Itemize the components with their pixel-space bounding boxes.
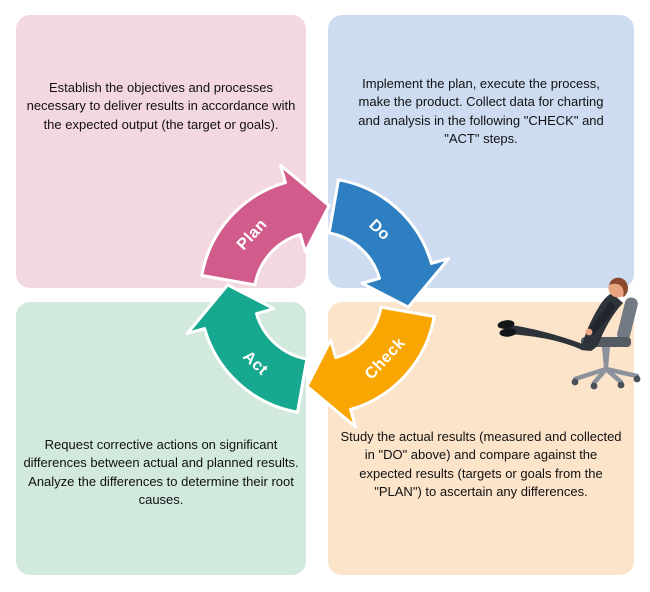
act-cycle-arrow	[185, 283, 309, 414]
plan-cycle-arrow	[200, 163, 331, 287]
act-description: Request corrective actions on significan…	[23, 437, 299, 508]
do-description: Implement the plan, execute the process,…	[358, 76, 604, 147]
check-description: Study the actual results (measured and c…	[340, 429, 622, 500]
plan-quadrant-panel: Establish the objectives and processes n…	[16, 15, 306, 288]
chair-wheels	[571, 375, 641, 390]
plan-description: Establish the objectives and processes n…	[26, 80, 296, 132]
do-cycle-arrow	[327, 178, 451, 309]
chair-base-spokes	[572, 366, 640, 386]
businessman-in-chair-illustration	[497, 277, 641, 390]
check-cycle-arrow	[305, 305, 436, 429]
act-quadrant-panel: Request corrective actions on significan…	[16, 302, 306, 575]
seated-person-icon	[497, 277, 628, 351]
